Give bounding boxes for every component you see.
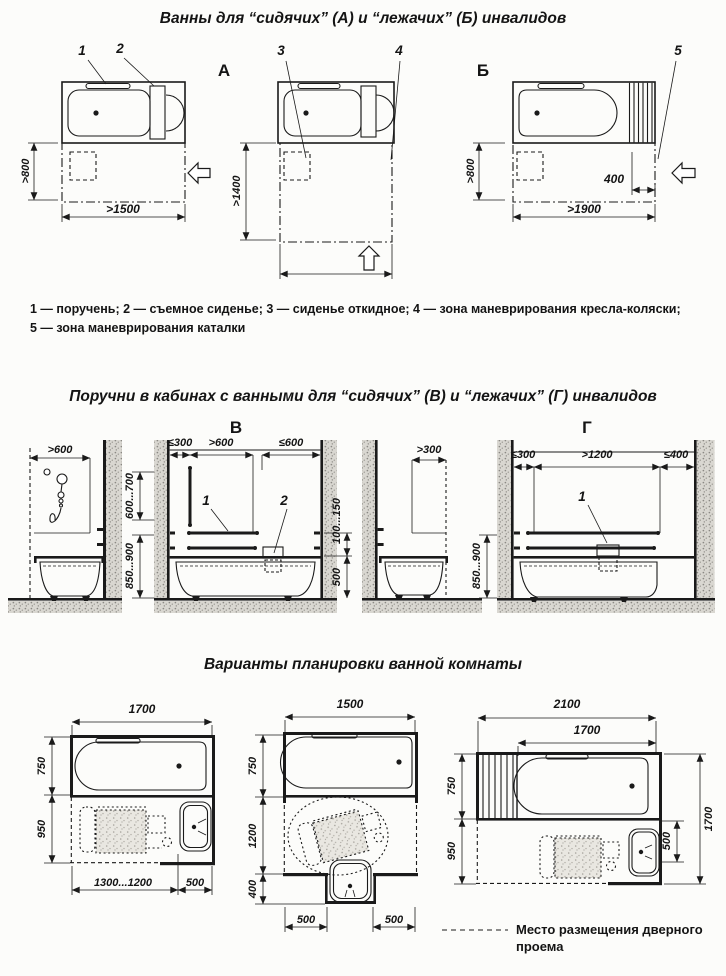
bath-plan-variant-b: 5 >800 400 >1900 [465, 43, 696, 222]
sink [179, 801, 212, 852]
elevation-side: >300 850...900 [362, 440, 501, 613]
callout-1: 1 [78, 43, 86, 58]
dim-shower-width: >600 [48, 444, 74, 456]
dim-950: 950 [446, 841, 458, 860]
approach-arrow-up-icon [357, 245, 381, 271]
dim-le300: ≤300 [168, 437, 193, 449]
elevation-shower: >600 [8, 440, 122, 613]
dim-500-right: 500 [385, 914, 404, 926]
dim-top: 1700 [129, 702, 156, 716]
legend-line-2: 5 — зона маневрирования каталки [30, 320, 246, 335]
dim-gt600: >600 [209, 437, 235, 449]
stretcher-shelf-hatch [482, 755, 518, 818]
dim-1300-1200: 1300...1200 [94, 877, 153, 889]
section1-title: Ванны для “сидячих” (А) и “лежачих” (Б) … [159, 10, 567, 27]
dim-depth: >800 [465, 158, 477, 184]
dim-top: 1500 [337, 697, 364, 711]
label-G: Г [582, 418, 592, 437]
dim-850-900: 850...900 [471, 542, 483, 589]
dim-depth: >800 [20, 158, 32, 184]
sink [329, 859, 372, 903]
elevation-variant-v: В ≤300 >600 ≤600 1 2 100...150 500 [154, 418, 352, 613]
dim-500-left: 500 [297, 914, 316, 926]
dim-750: 750 [446, 776, 458, 795]
dim-950: 950 [36, 819, 48, 838]
dim-500: 500 [186, 877, 205, 889]
callout-3: 3 [277, 43, 285, 58]
callout-2: 2 [279, 493, 288, 508]
dim-400: 400 [247, 879, 259, 899]
dim-shelf: 400 [603, 172, 624, 186]
approach-arrow-left-icon [671, 161, 696, 185]
numbered-legend: 1 — поручень; 2 — съемное сиденье; 3 — с… [30, 300, 720, 338]
dim-500: 500 [331, 567, 343, 586]
dim-gt1200: >1200 [582, 449, 614, 461]
label-B: Б [477, 61, 489, 80]
wheelchair-outline [297, 808, 384, 867]
floor-plan-2: 1500 750 1200 400 500 500 [247, 697, 418, 932]
door-legend-line1: Место размещения дверного [516, 922, 703, 937]
dim-1200: 1200 [247, 823, 259, 848]
height-dimensions: 600...700 850...900 [124, 471, 156, 599]
door-legend: Место размещения дверного проема [442, 922, 703, 954]
label-A: А [218, 61, 230, 80]
dim-750: 750 [36, 756, 48, 775]
dim-850-900: 850...900 [124, 542, 136, 589]
callout-1: 1 [202, 493, 210, 508]
floor-plan-3: 2100 1700 750 950 1700 500 [446, 697, 715, 886]
dim-600-700: 600...700 [124, 472, 136, 519]
door-legend-line2: проема [516, 939, 564, 954]
legend-line-1: 1 — поручень; 2 — съемное сиденье; 3 — с… [30, 302, 681, 316]
section2-drawing: >600 600...700 850...900 [8, 418, 715, 613]
sink [628, 828, 660, 877]
dim-le600: ≤600 [279, 437, 304, 449]
hand-shower-icon [43, 468, 68, 523]
dim-gt300: >300 [417, 444, 443, 456]
callout-5: 5 [674, 43, 682, 58]
section3-drawing: 1700 750 950 1300...1200 500 [36, 697, 715, 954]
callout-2: 2 [115, 41, 124, 56]
dim-1700-top: 1700 [574, 723, 601, 737]
dim-750: 750 [247, 756, 259, 775]
stretcher-shelf-hatch [628, 82, 653, 143]
wheelchair-outline [539, 835, 620, 879]
dim-width: >1900 [567, 202, 601, 216]
section1-drawing: 1 2 >800 >1500 А 3 4 >1400 Б [20, 41, 696, 279]
elevation-variant-g: Г ≤300 >1200 ≤400 1 [497, 418, 715, 613]
dim-2100: 2100 [553, 697, 581, 711]
approach-arrow-left-icon [187, 161, 211, 185]
section3-title: Варианты планировки ванной комнаты [203, 656, 523, 673]
section2-title: Поручни в кабинах с ванными для “сидячих… [69, 388, 657, 405]
dim-le400: ≤400 [664, 449, 689, 461]
dim-width: >1500 [106, 202, 140, 216]
wheelchair-outline [79, 806, 173, 854]
dim-depth: >1400 [231, 175, 243, 207]
dim-100-150: 100...150 [331, 497, 343, 544]
bath-plan-variant-a: 3 4 >1400 [231, 43, 403, 279]
callout-4: 4 [394, 43, 403, 58]
floor-plan-1: 1700 750 950 1300...1200 500 [36, 702, 215, 895]
label-V: В [230, 418, 242, 437]
bath-plan-sitting: 1 2 >800 >1500 [20, 41, 211, 222]
dim-le300: ≤300 [511, 449, 536, 461]
dim-1700-right: 1700 [703, 806, 715, 831]
callout-1: 1 [578, 489, 586, 504]
dim-500-sink: 500 [661, 831, 673, 850]
